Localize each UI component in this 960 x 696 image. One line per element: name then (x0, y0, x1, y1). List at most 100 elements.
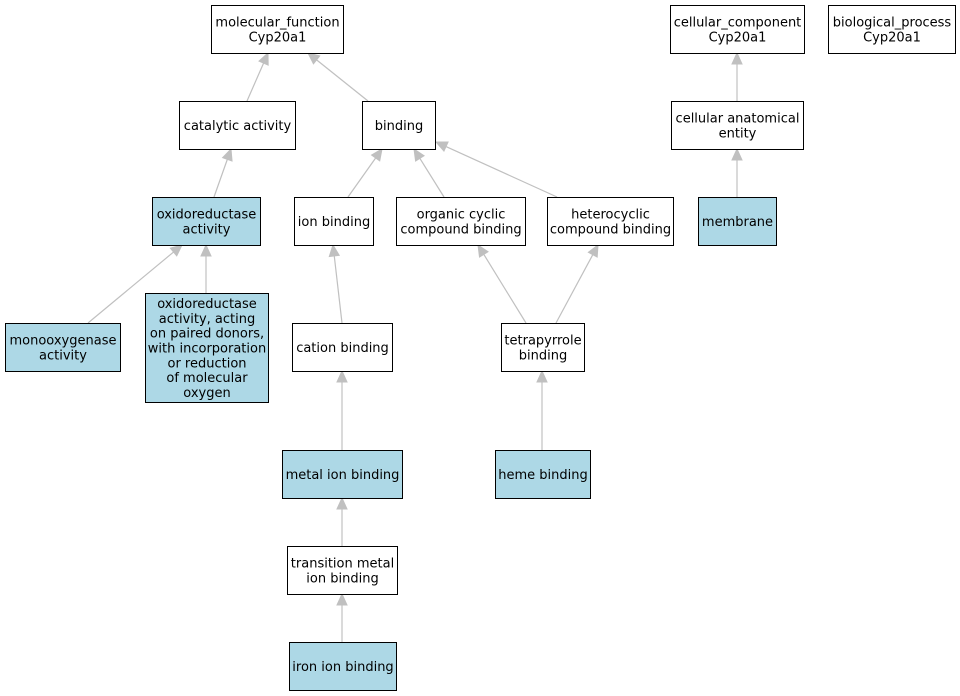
edge-cellular_anatomical_entity-to-cellular_component (731, 51, 743, 101)
node-box (294, 197, 374, 246)
node-binding[interactable]: binding (362, 101, 436, 150)
node-label-line: oxidoreductase (157, 297, 257, 312)
node-heme-binding[interactable]: heme binding (495, 450, 591, 499)
node-metal-ion-binding[interactable]: metal ion binding (282, 450, 403, 499)
edge-binding-to-molecular_function (307, 52, 369, 102)
node-label-line: activity (183, 222, 231, 237)
node-label-line: molecular_function (215, 16, 339, 31)
node-label-line: Cyp20a1 (863, 30, 921, 45)
node-layer: molecular_functionCyp20a1cellular_compon… (5, 5, 956, 691)
edge-line (419, 158, 445, 198)
node-box (828, 5, 956, 54)
node-label-line: ion binding (306, 571, 378, 586)
node-label-line: tetrapyrrole (504, 334, 581, 349)
edge-oxidoreductase_paired_donors-to-oxidoreductase_activity (200, 243, 212, 293)
node-box (5, 323, 121, 372)
edge-line (333, 255, 343, 324)
edge-metal_ion_binding-to-cation_binding (336, 369, 348, 450)
node-label-line: heme binding (498, 468, 588, 483)
edge-layer (87, 51, 743, 642)
arrowhead-icon (336, 592, 348, 606)
edge-heterocyclic_compound_binding-to-binding (434, 141, 558, 198)
node-label-line: compound binding (550, 222, 671, 237)
arrowhead-icon (169, 244, 183, 257)
node-label-line: cellular anatomical (676, 112, 800, 127)
node-label-line: or reduction (167, 356, 246, 371)
edge-line (555, 254, 594, 324)
node-ion-binding[interactable]: ion binding (294, 197, 374, 246)
node-label-line: entity (719, 126, 757, 141)
node-iron-ion-binding[interactable]: iron ion binding (289, 642, 397, 691)
edge-heme_binding-to-tetrapyrrole_binding (536, 369, 548, 450)
node-label-line: monooxygenase (10, 334, 117, 349)
arrowhead-icon (336, 369, 348, 383)
arrowhead-icon (336, 496, 348, 510)
node-label-line: ion binding (298, 215, 370, 230)
node-cation-binding[interactable]: cation binding (292, 323, 393, 372)
node-box (670, 5, 805, 54)
arrowhead-icon (536, 369, 548, 383)
edge-catalytic_activity-to-molecular_function (246, 51, 269, 102)
edge-line (246, 62, 265, 102)
node-box (292, 323, 393, 372)
node-label-line: Cyp20a1 (249, 30, 307, 45)
arrowhead-icon (413, 147, 425, 162)
edge-line (316, 59, 369, 102)
edge-tetrapyrrole_binding-to-organic_cyclic_compound_binding (477, 243, 527, 324)
node-label-line: with incorporation (148, 342, 266, 357)
arrowhead-icon (731, 51, 743, 65)
arrowhead-icon (434, 141, 449, 153)
node-box (396, 197, 526, 246)
node-label-line: binding (519, 348, 567, 363)
node-label-line: organic cyclic (417, 208, 506, 223)
arrowhead-icon (587, 243, 599, 258)
arrowhead-icon (221, 147, 233, 162)
node-box (211, 5, 344, 54)
edge-line (347, 157, 377, 198)
arrowhead-icon (731, 147, 743, 161)
node-box (671, 101, 804, 150)
node-label-line: binding (375, 119, 423, 134)
node-membrane[interactable]: membrane (698, 197, 777, 246)
arrowhead-icon (328, 243, 341, 258)
node-label-line: biological_process (833, 16, 952, 31)
node-label-line: oxygen (183, 386, 230, 401)
arrowhead-icon (258, 51, 269, 66)
node-label-line: oxidoreductase (157, 208, 257, 223)
edge-monooxygenase_activity-to-oxidoreductase_activity (87, 244, 183, 324)
node-box (501, 323, 585, 372)
node-label-line: membrane (702, 215, 773, 230)
node-box (145, 293, 269, 403)
node-label-line: Cyp20a1 (709, 30, 767, 45)
node-box (282, 450, 403, 499)
node-box (547, 197, 674, 246)
edge-oxidoreductase_activity-to-catalytic_activity (213, 147, 233, 198)
node-label-line: iron ion binding (292, 660, 393, 675)
node-box (289, 642, 397, 691)
node-label-line: of molecular (166, 371, 248, 386)
arrowhead-icon (370, 148, 383, 162)
edge-iron_ion_binding-to-transition_metal_ion_binding (336, 592, 348, 642)
edge-line (213, 159, 228, 198)
node-label-line: heterocyclic (571, 208, 650, 223)
edge-membrane-to-cellular_anatomical_entity (731, 147, 743, 197)
node-catalytic-activity[interactable]: catalytic activity (179, 101, 296, 150)
node-box (362, 101, 436, 150)
edge-line (483, 254, 527, 324)
node-box (495, 450, 591, 499)
edge-cation_binding-to-ion_binding (328, 243, 343, 324)
node-box (698, 197, 777, 246)
node-label-line: on paired donors, (150, 327, 264, 342)
